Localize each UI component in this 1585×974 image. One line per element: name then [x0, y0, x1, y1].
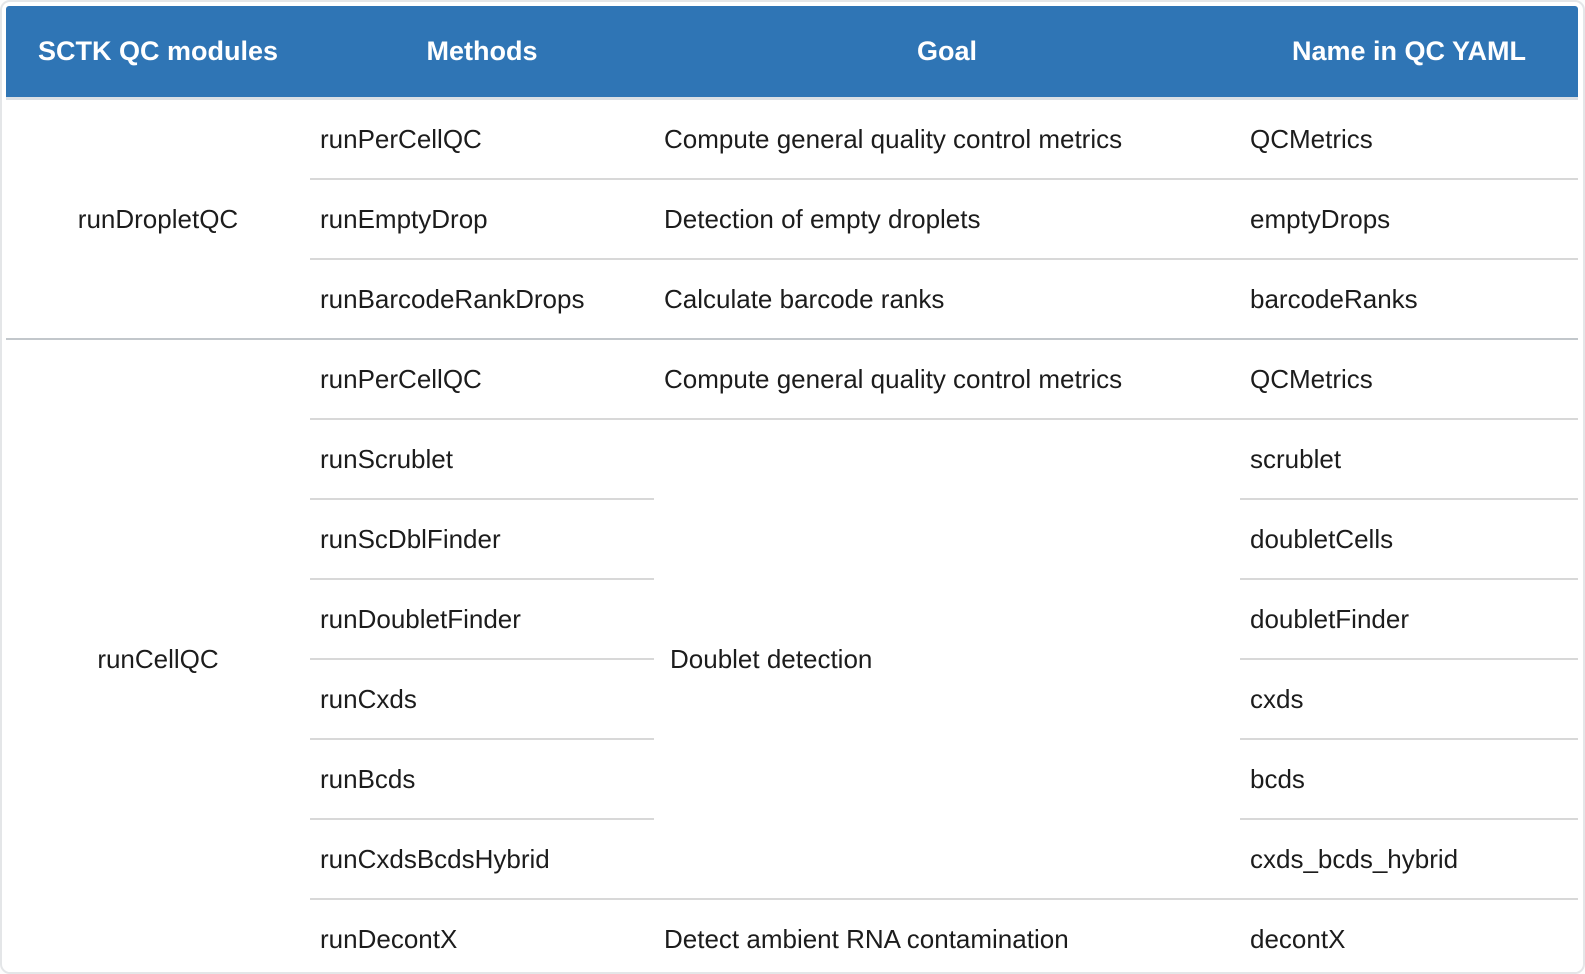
goal-cell: Detect ambient RNA contamination — [654, 899, 1240, 972]
yaml-name-cell: cxds — [1240, 659, 1578, 740]
header-name-in-qc-yaml: Name in QC YAML — [1240, 6, 1578, 100]
module-cell-rundropletqc: runDropletQC — [6, 98, 310, 340]
yaml-name-cell: doubletFinder — [1240, 579, 1578, 660]
table-body: runDropletQC runPerCellQC Compute genera… — [6, 98, 1578, 972]
goal-cell: Calculate barcode ranks — [654, 259, 1240, 340]
method-cell: runBcds — [310, 739, 654, 820]
method-cell: runScrublet — [310, 419, 654, 500]
method-cell: runScDblFinder — [310, 499, 654, 580]
table-row-runcellqc-runcxds: runCxds cxds — [6, 659, 1578, 740]
method-cell: runDecontX — [310, 899, 654, 972]
sctk-qc-modules-table: SCTK QC modules Methods Goal Name in QC … — [6, 6, 1578, 972]
goal-cell: Compute general quality control metrics — [654, 98, 1240, 180]
yaml-name-cell: QCMetrics — [1240, 339, 1578, 420]
goal-cell-doublet-detection: Doublet detection — [654, 419, 1240, 900]
yaml-name-cell: barcodeRanks — [1240, 259, 1578, 340]
table-row-rundropletqc-runbarcoderankdrops: runBarcodeRankDrops Calculate barcode ra… — [6, 259, 1578, 340]
yaml-name-cell: emptyDrops — [1240, 179, 1578, 260]
yaml-name-cell: scrublet — [1240, 419, 1578, 500]
method-cell: runCxds — [310, 659, 654, 740]
table-row-runcellqc-runcxdsbcdshybrid: runCxdsBcdsHybrid cxds_bcds_hybrid — [6, 819, 1578, 900]
header-methods: Methods — [310, 6, 654, 100]
method-cell: runCxdsBcdsHybrid — [310, 819, 654, 900]
table-row-runcellqc-rundecontx: runDecontX Detect ambient RNA contaminat… — [6, 899, 1578, 972]
method-cell: runEmptyDrop — [310, 179, 654, 260]
header-goal: Goal — [654, 6, 1240, 100]
goal-cell: Detection of empty droplets — [654, 179, 1240, 260]
table-row-rundropletqc-runpercellqc: runDropletQC runPerCellQC Compute genera… — [6, 98, 1578, 340]
module-cell-runcellqc: runCellQC — [6, 339, 310, 972]
method-cell: runBarcodeRankDrops — [310, 259, 654, 340]
yaml-name-cell: bcds — [1240, 739, 1578, 820]
method-cell: runPerCellQC — [310, 98, 654, 180]
table-row-runcellqc-rundoubletfinder: runDoubletFinder doubletFinder — [6, 579, 1578, 660]
yaml-name-cell: decontX — [1240, 899, 1578, 972]
header-row: SCTK QC modules Methods Goal Name in QC … — [6, 6, 1578, 100]
table-row-rundropletqc-runemptydrop: runEmptyDrop Detection of empty droplets… — [6, 179, 1578, 260]
yaml-name-cell: doubletCells — [1240, 499, 1578, 580]
method-cell: runPerCellQC — [310, 339, 654, 420]
yaml-name-cell: cxds_bcds_hybrid — [1240, 819, 1578, 900]
table-row-runcellqc-runscrublet: runScrublet Doublet detection scrublet — [6, 419, 1578, 900]
table-header: SCTK QC modules Methods Goal Name in QC … — [6, 6, 1578, 100]
method-cell: runDoubletFinder — [310, 579, 654, 660]
header-sctk-qc-modules: SCTK QC modules — [6, 6, 310, 100]
table-row-runcellqc-runscdblfinder: runScDblFinder doubletCells — [6, 499, 1578, 580]
table-row-runcellqc-runpercellqc: runCellQC runPerCellQC Compute general q… — [6, 339, 1578, 972]
table-row-runcellqc-runbcds: runBcds bcds — [6, 739, 1578, 820]
goal-cell: Compute general quality control metrics — [654, 339, 1240, 420]
yaml-name-cell: QCMetrics — [1240, 98, 1578, 180]
